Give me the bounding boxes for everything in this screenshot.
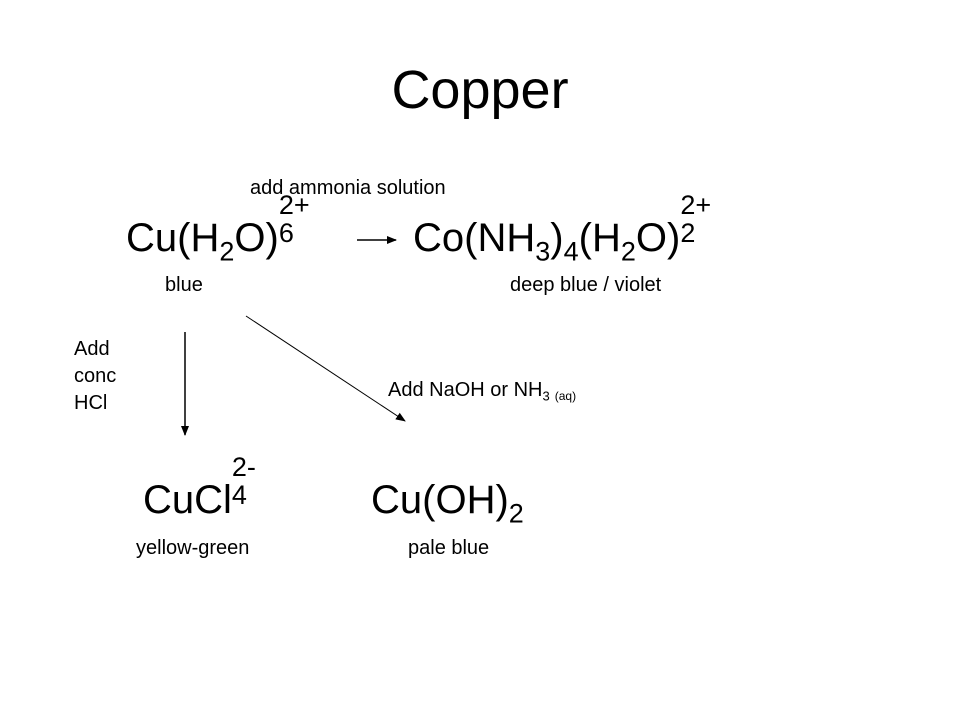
- hydroxide-product-formula: Cu(OH)2: [371, 476, 524, 527]
- reactant-formula: Cu(H2O)2+2+6: [126, 192, 310, 265]
- ammine-charge: 2+: [680, 190, 712, 220]
- slide-title: Copper: [391, 60, 569, 120]
- chloro-base-1: CuCl: [143, 478, 232, 522]
- ammine-product-formula: Co(NH3)4(H2O)2+2+2: [413, 192, 711, 265]
- ammine-sub-4: 2: [680, 218, 696, 248]
- ammonia-condition-label: add ammonia solution: [250, 177, 446, 199]
- hydroxide-color-label: pale blue: [408, 537, 490, 559]
- hcl-condition-line-3: HCl: [74, 392, 108, 414]
- hydroxide-condition-label: Add NaOH or NH3 (aq): [388, 378, 577, 404]
- hydroxide-condition-sub: 3: [542, 388, 550, 404]
- ammine-base-2: ): [550, 216, 564, 260]
- reactant-base-1: Cu(H: [126, 216, 220, 260]
- ammine-sub-3: 2: [620, 236, 636, 267]
- reactant-sub-2: 6: [278, 218, 294, 248]
- chloro-charge: 2-: [231, 452, 256, 482]
- hydroxide-condition-text: Add NaOH or NH: [388, 379, 543, 401]
- ammine-color-label: deep blue / violet: [510, 274, 662, 296]
- reactant-charge: 2+: [278, 190, 310, 220]
- hydroxide-condition-state: (aq): [554, 389, 577, 404]
- hydroxide-base-1: Cu(OH): [371, 478, 509, 522]
- reactant-sub-1: 2: [219, 236, 235, 267]
- ammine-sub-2: 4: [563, 236, 579, 267]
- reactant-color-label: blue: [165, 274, 203, 296]
- chloro-sub-1: 4: [231, 480, 247, 510]
- hcl-condition-label: Add conc HCl: [74, 336, 134, 417]
- ammine-base-4: O): [635, 216, 681, 260]
- hcl-condition-line-2: conc: [74, 365, 117, 387]
- reactant-sub-charge: 2+2+6: [278, 192, 310, 262]
- ammine-sub-1: 3: [535, 236, 551, 267]
- ammine-sub-charge: 2+2+2: [680, 192, 711, 262]
- chloro-sub-charge: 2-2-4: [231, 454, 256, 524]
- ammine-base-1: Co(NH: [413, 216, 536, 260]
- hydroxide-sub-1: 2: [508, 498, 524, 529]
- hcl-condition-line-1: Add: [74, 338, 110, 360]
- reactant-base-2: O): [234, 216, 279, 260]
- ammine-base-3: (H: [578, 216, 621, 260]
- chloro-color-label: yellow-green: [136, 537, 250, 559]
- hydroxide-arrow: [245, 315, 406, 422]
